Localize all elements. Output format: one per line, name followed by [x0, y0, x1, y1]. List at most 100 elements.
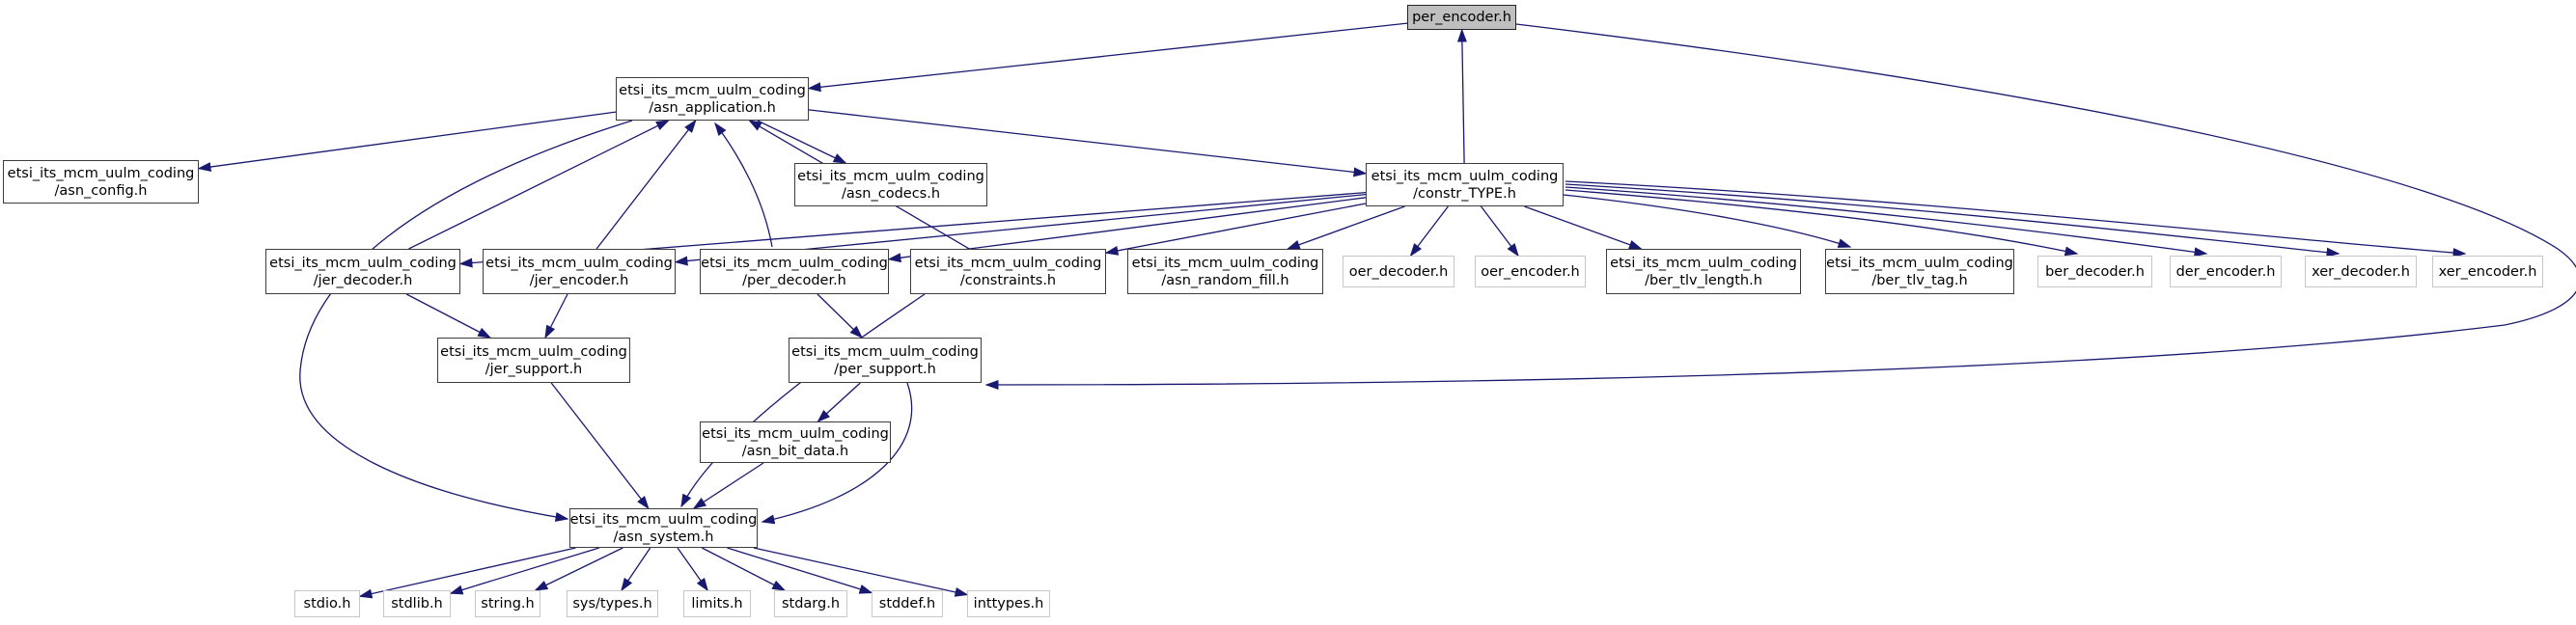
node-label: stdarg.h: [781, 596, 841, 611]
node-label: etsi_its_mcm_uulm_coding: [440, 343, 627, 360]
node-label: etsi_its_mcm_uulm_coding: [701, 255, 888, 271]
node-label: inttypes.h: [973, 596, 1044, 611]
node-stddef: stddef.h: [872, 590, 943, 617]
node-oer_encoder: oer_encoder.h: [1475, 256, 1586, 287]
node-jer_support[interactable]: etsi_its_mcm_uulm_coding/jer_support.h: [437, 338, 630, 383]
edge-per_decoder-to-per_support: [817, 293, 864, 340]
edge-constr_TYPE-to-ber_tlv_tag: [1563, 194, 1852, 248]
node-jer_encoder[interactable]: etsi_its_mcm_uulm_coding/jer_encoder.h: [483, 249, 676, 294]
node-label: stdio.h: [303, 596, 351, 611]
node-label: stddef.h: [878, 596, 936, 611]
edge-per_support-to-asn_system: [761, 382, 913, 525]
node-label: /ber_tlv_length.h: [1645, 272, 1762, 288]
node-label: etsi_its_mcm_uulm_coding: [791, 343, 979, 360]
node-label: ber_decoder.h: [2045, 263, 2145, 280]
node-label: etsi_its_mcm_uulm_coding: [7, 165, 195, 181]
node-asn_random_fill[interactable]: etsi_its_mcm_uulm_coding/asn_random_fill…: [1127, 249, 1323, 294]
node-asn_application[interactable]: etsi_its_mcm_uulm_coding/asn_application…: [616, 77, 809, 121]
edge-asn_system-to-stdlib: [449, 547, 599, 595]
edge-per_decoder-to-asn_application: [714, 122, 773, 248]
edge-asn_system-to-inttypes: [753, 547, 969, 597]
node-per_encoder: per_encoder.h: [1407, 5, 1516, 30]
node-asn_bit_data[interactable]: etsi_its_mcm_uulm_coding/asn_bit_data.h: [700, 421, 891, 463]
node-stdlib: stdlib.h: [383, 590, 451, 617]
edge-asn_application-to-asn_config: [197, 111, 617, 172]
edge-per_encoder-to-asn_application: [807, 22, 1408, 93]
node-label: /jer_decoder.h: [313, 272, 413, 288]
node-label: /ber_tlv_tag.h: [1871, 272, 1968, 288]
node-label: etsi_its_mcm_uulm_coding: [1826, 255, 2013, 271]
node-label: etsi_its_mcm_uulm_coding: [914, 255, 1102, 271]
node-sys_types: sys/types.h: [567, 590, 658, 617]
node-constr_TYPE[interactable]: etsi_its_mcm_uulm_coding/constr_TYPE.h: [1366, 163, 1564, 206]
edge-constr_TYPE-to-der_encoder: [1565, 186, 2208, 258]
node-ber_tlv_tag[interactable]: etsi_its_mcm_uulm_coding/ber_tlv_tag.h: [1825, 249, 2014, 294]
node-constraints[interactable]: etsi_its_mcm_uulm_coding/constraints.h: [910, 249, 1106, 294]
node-label: etsi_its_mcm_uulm_coding: [619, 82, 806, 98]
edge-asn_bit_data-to-asn_system: [692, 462, 764, 509]
edge-asn_application-to-constr_TYPE: [808, 109, 1368, 177]
node-label: /per_support.h: [834, 361, 936, 377]
node-stdarg: stdarg.h: [774, 590, 847, 617]
edge-per_encoder-to-per_support: [984, 23, 2576, 390]
node-inttypes: inttypes.h: [967, 590, 1050, 617]
node-string: string.h: [475, 590, 540, 617]
node-label: etsi_its_mcm_uulm_coding: [1610, 255, 1797, 271]
graph-edges: [197, 22, 2576, 599]
node-label: oer_encoder.h: [1481, 263, 1580, 280]
node-label: stdlib.h: [391, 596, 443, 611]
edge-jer_encoder-to-jer_support: [544, 293, 568, 340]
node-label: etsi_its_mcm_uulm_coding: [1371, 168, 1559, 184]
edge-asn_system-to-stddef: [727, 547, 873, 594]
edge-constr_TYPE-to-per_encoder: [1456, 28, 1467, 164]
node-label: xer_encoder.h: [2438, 263, 2537, 280]
node-stdio: stdio.h: [294, 590, 360, 617]
node-label: limits.h: [691, 596, 743, 611]
edge-constr_TYPE-to-oer_decoder: [1409, 205, 1449, 258]
edge-asn_system-to-sys_types: [621, 547, 651, 592]
edge-jer_encoder-to-asn_application: [596, 119, 697, 250]
node-label: sys/types.h: [572, 596, 652, 611]
edge-constr_TYPE-to-constraints: [1104, 203, 1367, 256]
node-per_support[interactable]: etsi_its_mcm_uulm_coding/per_support.h: [789, 338, 982, 383]
node-per_decoder[interactable]: etsi_its_mcm_uulm_coding/per_decoder.h: [700, 249, 889, 294]
edge-asn_system-to-stdarg: [702, 547, 787, 591]
edge-per_support-to-asn_bit_data: [817, 382, 861, 423]
node-label: string.h: [481, 596, 535, 611]
edge-constr_TYPE-to-ber_decoder: [1565, 189, 2079, 257]
node-label: /asn_bit_data.h: [741, 443, 849, 459]
edge-constr_TYPE-to-xer_decoder: [1565, 183, 2341, 258]
edge-jer_decoder-to-asn_application: [408, 120, 670, 250]
edge-jer_support-to-asn_system: [550, 382, 650, 510]
edge-asn_application-to-asn_codecs: [757, 120, 847, 164]
node-asn_system[interactable]: etsi_its_mcm_uulm_coding/asn_system.h: [569, 508, 758, 548]
edge-asn_application-to-asn_system: [299, 120, 633, 522]
node-jer_decoder[interactable]: etsi_its_mcm_uulm_coding/jer_decoder.h: [265, 249, 460, 294]
node-label: /asn_codecs.h: [841, 185, 941, 202]
node-asn_codecs[interactable]: etsi_its_mcm_uulm_coding/asn_codecs.h: [794, 163, 987, 206]
node-label: /per_decoder.h: [742, 272, 846, 288]
edge-constraints-to-asn_system: [680, 293, 926, 508]
node-xer_encoder: xer_encoder.h: [2432, 256, 2543, 287]
node-label: /jer_support.h: [485, 361, 583, 377]
node-label: etsi_its_mcm_uulm_coding: [702, 425, 889, 442]
node-label: xer_decoder.h: [2312, 263, 2410, 280]
node-label: der_encoder.h: [2175, 263, 2276, 280]
edge-constr_TYPE-to-asn_random_fill: [1286, 205, 1405, 250]
edge-constr_TYPE-to-xer_encoder: [1565, 180, 2467, 258]
node-asn_config[interactable]: etsi_its_mcm_uulm_coding/asn_config.h: [3, 160, 199, 204]
node-label: /asn_system.h: [613, 529, 714, 545]
edge-asn_system-to-limits: [677, 547, 708, 592]
node-label: /asn_application.h: [649, 99, 776, 116]
node-oer_decoder: oer_decoder.h: [1343, 256, 1454, 287]
edge-constr_TYPE-to-oer_encoder: [1480, 205, 1519, 258]
node-label: oer_decoder.h: [1348, 263, 1449, 280]
node-label: etsi_its_mcm_uulm_coding: [797, 168, 984, 184]
node-label: etsi_its_mcm_uulm_coding: [569, 511, 758, 528]
node-ber_tlv_length[interactable]: etsi_its_mcm_uulm_coding/ber_tlv_length.…: [1606, 249, 1801, 294]
node-der_encoder: der_encoder.h: [2170, 256, 2282, 287]
edge-jer_decoder-to-jer_support: [405, 293, 492, 339]
node-label: /constraints.h: [959, 272, 1057, 288]
